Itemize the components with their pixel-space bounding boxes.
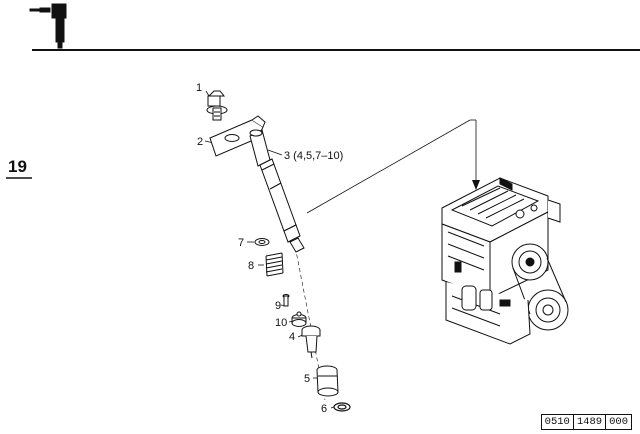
leader-arrowhead [472,180,480,190]
part-6-seal [333,402,351,412]
callout-9: 9 [275,300,281,312]
part-9-pin [282,294,290,307]
leader-lines [204,90,477,409]
section-number: 19 [8,157,27,176]
part-10-disc [291,311,307,327]
doc-ref-part2: 1489 [572,415,605,429]
part-1-bolt [206,90,228,121]
callout-3: 3 (4,5,7–10) [284,150,343,162]
part-7-washer [254,238,270,246]
document-reference: 0510 1489 000 [540,414,632,430]
callout-7: 7 [238,237,244,249]
callout-5: 5 [304,373,310,385]
part-3-injector [249,129,305,253]
doc-ref-part3: 000 [605,415,631,429]
callout-8: 8 [248,260,254,272]
callout-6: 6 [321,403,327,415]
callout-2: 2 [197,136,203,148]
part-5-nut [316,365,339,397]
callout-10: 10 [275,317,287,329]
engine-illustration [441,177,569,345]
part-4-nozzle [301,325,321,359]
callout-4: 4 [289,331,295,343]
doc-ref-part1: 0510 [544,416,570,428]
part-8-spring [265,252,284,277]
injector-icon [29,3,67,49]
callout-1: 1 [196,82,202,94]
